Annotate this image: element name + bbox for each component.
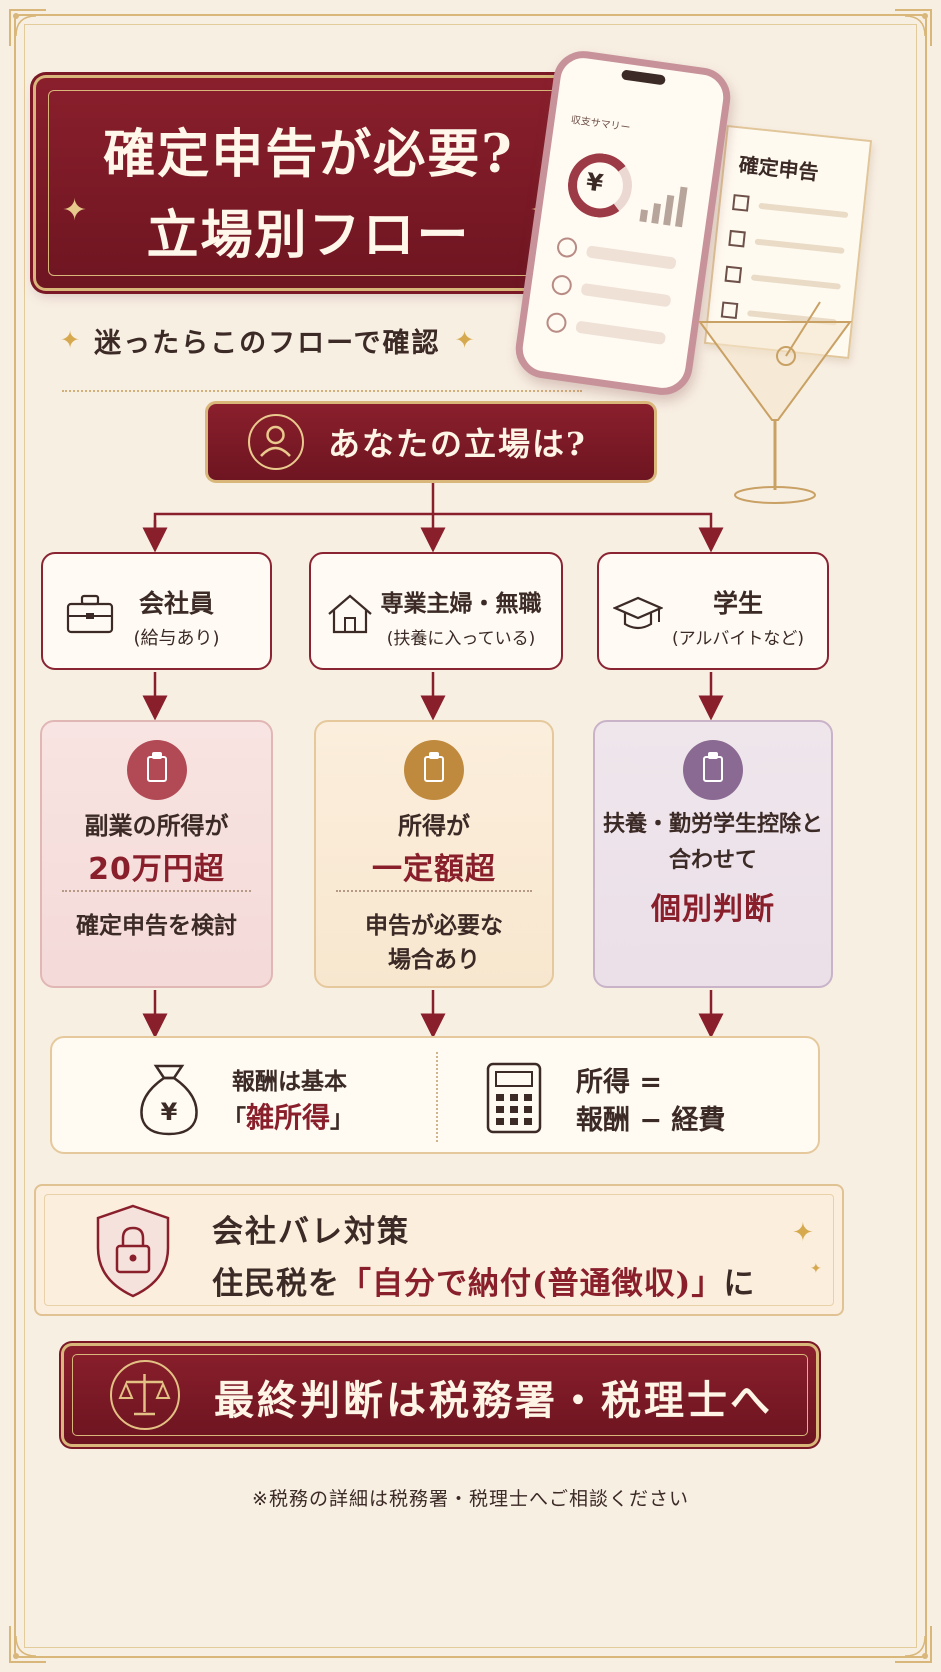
clipboard-check-icon bbox=[683, 740, 743, 800]
bracket-close: 」 bbox=[330, 1105, 355, 1133]
graduation-cap-icon bbox=[613, 596, 663, 630]
phone-row bbox=[580, 282, 672, 308]
title-line-2: 立場別フロー bbox=[146, 205, 471, 266]
final-decision-banner: 最終判断は税務署・税理士へ bbox=[64, 1346, 816, 1444]
role-sub: (扶養に入っている) bbox=[386, 629, 536, 649]
avatar-icon bbox=[550, 273, 574, 297]
checkbox-icon bbox=[732, 194, 750, 212]
checkbox-icon bbox=[728, 229, 746, 248]
inner-frame bbox=[24, 24, 917, 1648]
avatar-icon bbox=[555, 236, 579, 259]
outer-frame bbox=[14, 14, 927, 1658]
clipboard-check-icon bbox=[404, 740, 464, 800]
outcome-card-employee: 副業の所得が 20万円超 確定申告を検討 bbox=[40, 720, 273, 988]
outcome-line: 扶養・勤労学生控除と bbox=[602, 812, 823, 837]
outcome-after: 確定申告を検討 bbox=[76, 913, 237, 939]
role-name: 専業主婦・無職 bbox=[380, 591, 542, 617]
company-secret-box: 会社バレ対策 住民税を「自分で納付(普通徴収)」に ✦ ✦ bbox=[34, 1184, 844, 1316]
subtitle: 迷ったらこのフローで確認 bbox=[94, 327, 441, 359]
bracket-open: 「 bbox=[222, 1105, 246, 1133]
info-right-line1: 所得 = bbox=[576, 1067, 663, 1098]
secret-highlight: 「自分で納付(普通徴収)」 bbox=[340, 1266, 724, 1302]
info-left-line1: 報酬は基本 bbox=[232, 1069, 347, 1095]
secret-box-border bbox=[44, 1194, 834, 1306]
sparkle-icon: ✦ bbox=[62, 193, 88, 228]
document-title: 確定申告 bbox=[737, 152, 820, 185]
role-box-student: 学生 (アルバイトなど) bbox=[597, 552, 829, 670]
outcome-line: 副業の所得が bbox=[84, 812, 229, 840]
phone-notch bbox=[620, 69, 666, 86]
role-sub: (アルバイトなど) bbox=[671, 629, 805, 649]
phone-row bbox=[585, 245, 677, 270]
sparkle-icon: ✦ bbox=[454, 326, 475, 354]
yen-symbol: ¥ bbox=[161, 1098, 178, 1126]
role-name: 会社員 bbox=[138, 589, 214, 618]
outcome-highlight: 個別判断 bbox=[651, 892, 775, 927]
outcome-highlight: 一定額超 bbox=[372, 852, 496, 887]
money-bag-icon: ¥ bbox=[140, 1064, 198, 1136]
footnote: ※税務の詳細は税務署・税理士へご相談ください bbox=[252, 1488, 689, 1510]
corner-ornament-icon bbox=[9, 1626, 46, 1663]
outcome-card-homemaker: 所得が 一定額超 申告が必要な 場合あり bbox=[314, 720, 554, 988]
checkbox-icon bbox=[724, 265, 743, 284]
person-icon bbox=[248, 414, 304, 470]
outcome-divider bbox=[62, 890, 251, 892]
income-info-box: ¥ 報酬は基本 「雑所得」 所得 = 報酬 − 経費 bbox=[50, 1036, 820, 1154]
scales-icon bbox=[110, 1360, 180, 1430]
avatar-icon bbox=[545, 311, 568, 335]
phone-row bbox=[575, 320, 667, 345]
subtitle-divider bbox=[62, 390, 582, 392]
briefcase-icon bbox=[66, 594, 114, 634]
phone-screen-title: 収支サマリー bbox=[570, 114, 631, 135]
secret-line: 住民税を「自分で納付(普通徴収)」に bbox=[212, 1258, 755, 1303]
corner-ornament-icon bbox=[895, 9, 932, 46]
outcome-after: 場合あり bbox=[388, 947, 480, 973]
final-label: 最終判断は税務署・税理士へ bbox=[214, 1377, 773, 1424]
question-pill: あなたの立場は? bbox=[208, 404, 654, 480]
outcome-divider bbox=[336, 890, 532, 892]
secret-title: 会社バレ対策 bbox=[212, 1214, 410, 1250]
secret-suffix: に bbox=[723, 1266, 756, 1302]
question-label: あなたの立場は? bbox=[328, 425, 587, 463]
role-box-employee: 会社員 (給与あり) bbox=[41, 552, 272, 670]
outcome-after: 申告が必要な bbox=[365, 913, 503, 939]
info-right-line2: 報酬 − 経費 bbox=[576, 1105, 726, 1136]
sparkle-icon: ✦ bbox=[60, 326, 81, 354]
house-icon bbox=[328, 594, 372, 634]
info-divider bbox=[436, 1052, 438, 1142]
secret-prefix: 住民税を bbox=[212, 1266, 340, 1302]
sparkle-icon: ✦ bbox=[792, 1218, 814, 1248]
title-line-1: 確定申告が必要? bbox=[103, 124, 514, 185]
outcome-line: 所得が bbox=[398, 812, 470, 840]
corner-ornament-icon bbox=[9, 9, 46, 46]
subtitle-row: ✦ 迷ったらこのフローで確認 ✦ bbox=[60, 320, 540, 360]
cocktail-glass-icon bbox=[698, 301, 852, 504]
role-sub: (給与あり) bbox=[133, 628, 220, 649]
title-banner: 確定申告が必要? 立場別フロー ✦ ✦ bbox=[36, 78, 581, 288]
document-line bbox=[758, 202, 849, 219]
sparkle-icon: ✦ bbox=[810, 1261, 822, 1277]
role-name: 学生 bbox=[712, 589, 763, 618]
info-left-line2: 「雑所得」 bbox=[222, 1096, 354, 1136]
bar-chart-icon bbox=[639, 186, 688, 228]
corner-ornament-icon bbox=[895, 1626, 932, 1663]
info-highlight: 雑所得 bbox=[246, 1101, 331, 1134]
calculator-icon bbox=[486, 1062, 542, 1134]
document-line bbox=[754, 238, 845, 254]
final-banner-border bbox=[72, 1354, 808, 1436]
outcome-highlight: 20万円超 bbox=[88, 852, 225, 887]
yen-icon: ¥ bbox=[584, 167, 605, 198]
clipboard-check-icon bbox=[126, 740, 187, 800]
outcome-card-student: 扶養・勤労学生控除と 合わせて 個別判断 bbox=[593, 720, 833, 988]
document-line bbox=[750, 274, 841, 290]
phone-illustration: 収支サマリー ¥ bbox=[511, 47, 735, 399]
role-box-homemaker: 専業主婦・無職 (扶養に入っている) bbox=[309, 552, 563, 670]
shield-lock-icon bbox=[96, 1204, 170, 1298]
outcome-line: 合わせて bbox=[668, 848, 757, 873]
